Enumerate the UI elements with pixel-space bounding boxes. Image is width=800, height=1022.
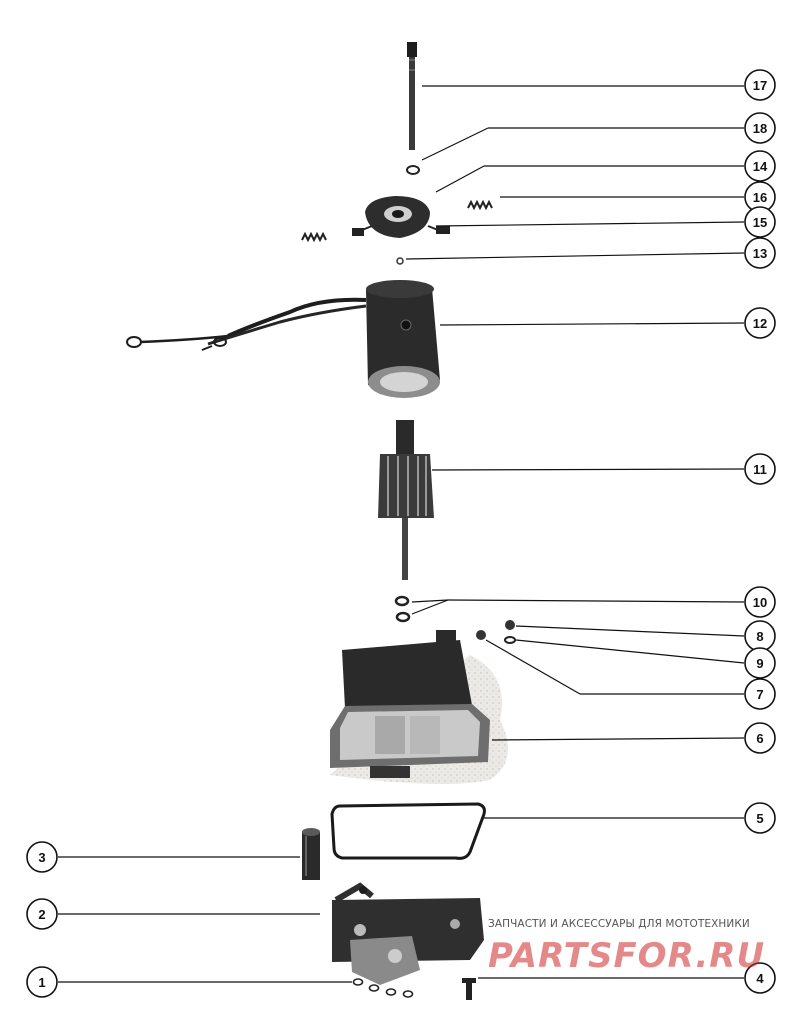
armature-part (378, 420, 434, 580)
callout-14: 14 (744, 150, 776, 182)
nut-part (476, 630, 486, 640)
callout-label: 17 (753, 78, 767, 93)
callout-8: 8 (744, 620, 776, 652)
callout-label: 6 (756, 731, 763, 746)
leader-6 (491, 737, 745, 741)
callout-7: 7 (744, 678, 776, 710)
callout-2: 2 (26, 898, 58, 930)
leader-15 (435, 221, 745, 227)
brush-spring-left-part (301, 231, 327, 243)
callout-label: 14 (753, 159, 768, 174)
screw-part (462, 978, 476, 1000)
callout-label: 12 (753, 316, 767, 331)
washer-set-part (352, 978, 414, 998)
callout-5: 5 (744, 802, 776, 834)
callout-18: 18 (744, 112, 776, 144)
brush-spring-right-part (467, 199, 493, 211)
callout-9: 9 (744, 647, 776, 679)
leader-13 (405, 252, 745, 260)
callout-label: 3 (38, 850, 45, 865)
leader-12 (439, 322, 745, 326)
armature-washers-part (394, 595, 411, 623)
callout-label: 18 (753, 121, 767, 136)
leader-9 (515, 639, 745, 664)
through-bolt-part (407, 42, 417, 150)
cap-nut-part (505, 620, 515, 630)
watermark-logo: PARTSFOR.RU (488, 936, 766, 976)
callout-11: 11 (744, 453, 776, 485)
callout-label: 7 (756, 687, 763, 702)
callout-label: 8 (756, 629, 763, 644)
gear-housing-part (330, 630, 508, 784)
gasket-part (330, 802, 486, 860)
callout-12: 12 (744, 307, 776, 339)
callout-label: 4 (756, 971, 764, 986)
callout-label: 2 (38, 907, 45, 922)
callout-label: 10 (753, 595, 767, 610)
callout-label: 13 (753, 246, 767, 261)
callout-3: 3 (26, 841, 58, 873)
bushing-part (302, 828, 320, 880)
leader-18 (421, 127, 489, 161)
callout-1: 1 (26, 966, 58, 998)
small-washer-part (406, 165, 420, 175)
callout-label: 11 (753, 462, 767, 477)
watermark-caption: ЗАПЧАСТИ И АКСЕССУАРЫ ДЛЯ МОТОТЕХНИКИ (488, 918, 750, 930)
callout-label: 15 (753, 215, 767, 230)
leader-10a (411, 599, 449, 603)
lock-washer-part (504, 636, 516, 644)
callout-label: 16 (753, 190, 767, 205)
callout-4: 4 (744, 962, 776, 994)
callout-label: 1 (38, 975, 45, 990)
leader-7 (485, 639, 581, 695)
callout-13: 13 (744, 237, 776, 269)
callout-6: 6 (744, 722, 776, 754)
leader-14 (435, 165, 485, 193)
callout-15: 15 (744, 206, 776, 238)
leader-10b (411, 599, 449, 615)
motor-frame-part (126, 280, 440, 398)
cover-plate-part (332, 882, 484, 985)
leader-11 (431, 468, 745, 471)
leader-lines (58, 85, 745, 983)
brush-plate-part (352, 196, 450, 238)
callout-17: 17 (744, 69, 776, 101)
leader-8 (515, 625, 745, 637)
callout-label: 5 (756, 811, 763, 826)
thrust-washer-part (396, 257, 404, 265)
callout-label: 9 (756, 656, 763, 671)
callout-10: 10 (744, 586, 776, 618)
leader-10c (447, 599, 745, 603)
